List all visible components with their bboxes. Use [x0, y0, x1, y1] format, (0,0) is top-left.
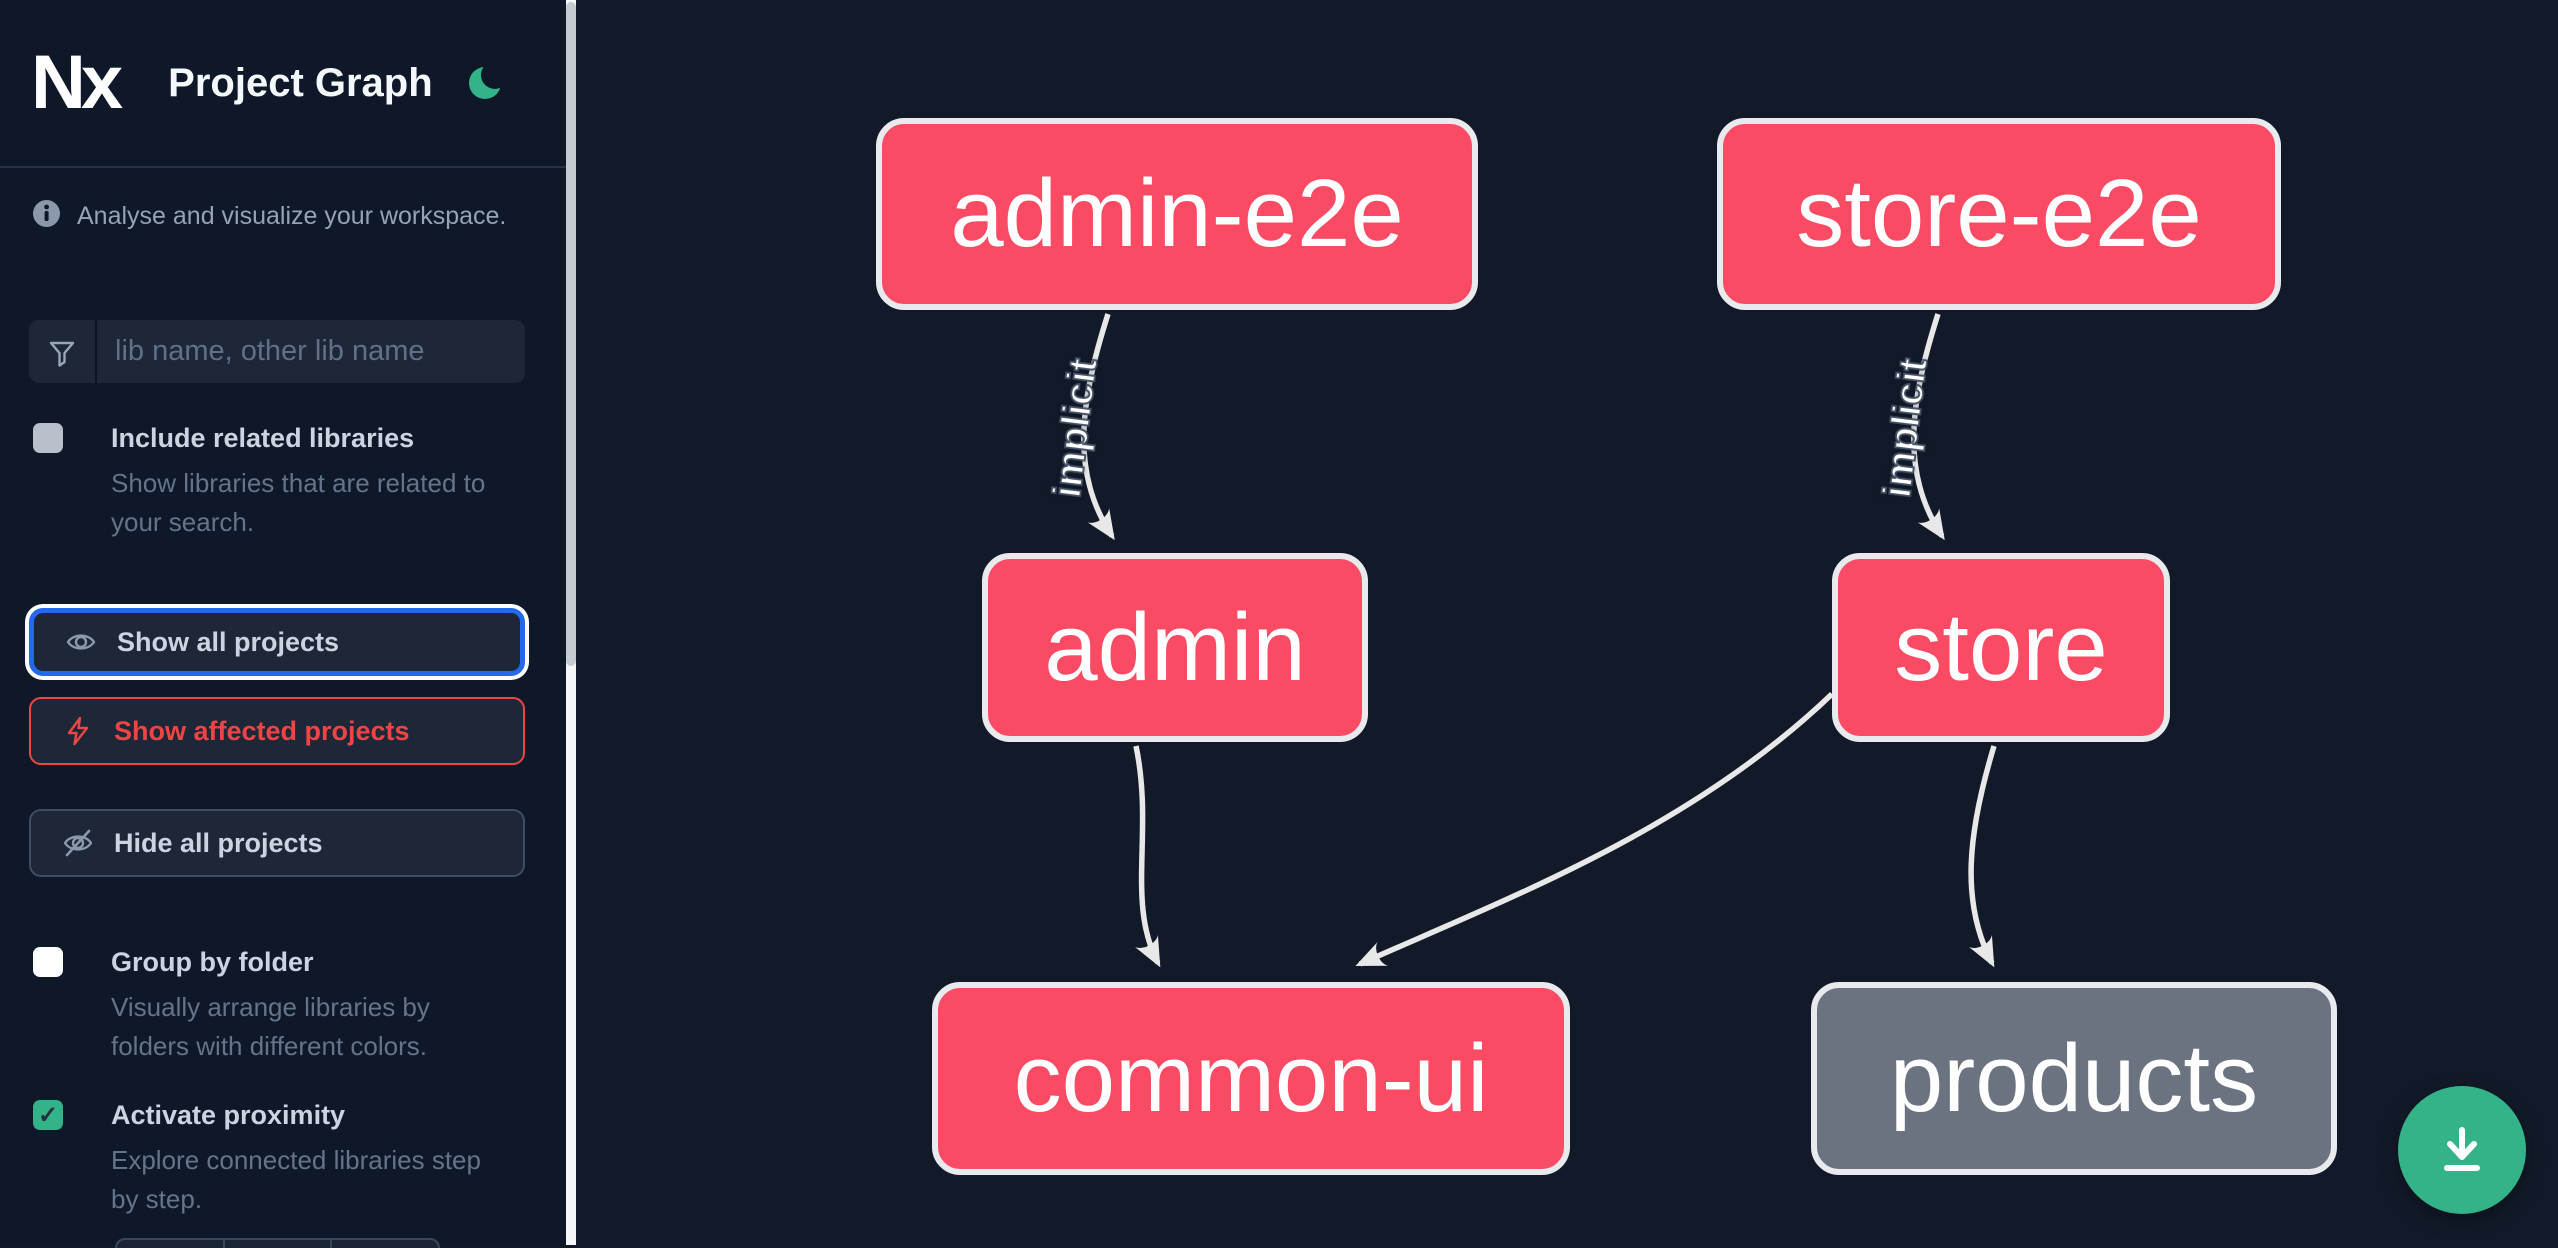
workspace-info-row: Analyse and visualize your workspace. [33, 200, 533, 232]
download-image-button[interactable] [2398, 1086, 2526, 1214]
checkbox-label[interactable]: Activate proximity [111, 1100, 346, 1130]
sidebar-scrollbar[interactable] [566, 0, 576, 1245]
download-icon [2431, 1118, 2493, 1183]
hide-all-projects-button[interactable]: Hide all projects [29, 809, 525, 877]
graph-node-admin[interactable]: admin [982, 553, 1368, 742]
edge-store-to-common-ui[interactable] [1355, 692, 1834, 967]
node-label: admin-e2e [950, 160, 1404, 267]
eye-icon [65, 626, 97, 658]
edge-store-to-products[interactable] [1968, 745, 1997, 968]
page-title: Project Graph [168, 60, 433, 105]
nx-logo: Nx [31, 40, 123, 125]
checkbox-label[interactable]: Group by folder [111, 947, 314, 977]
sidebar-panel: Nx Project Graph Analyse an [0, 0, 566, 1248]
header-divider [0, 166, 566, 168]
project-filter [29, 320, 525, 383]
theme-toggle-button[interactable] [468, 61, 509, 108]
node-label: store [1894, 593, 2108, 701]
checkbox-description: Explore connected libraries step by step… [111, 1145, 481, 1214]
show-affected-projects-button[interactable]: Show affected projects [29, 697, 525, 765]
edge-admin-to-common-ui[interactable] [1133, 745, 1161, 968]
project-filter-input[interactable] [95, 320, 525, 383]
eye-slash-icon [62, 827, 94, 859]
graph-node-products[interactable]: products [1811, 982, 2337, 1175]
node-label: products [1889, 1024, 2259, 1132]
show-all-projects-button[interactable]: Show all projects [29, 608, 525, 676]
sidebar: Nx Project Graph Analyse an [0, 0, 576, 1248]
funnel-icon [29, 320, 95, 383]
checkbox-description: Show libraries that are related to your … [111, 468, 486, 537]
info-icon [33, 200, 60, 232]
checkbox-description: Visually arrange libraries by folders wi… [111, 992, 430, 1061]
node-label: admin [1044, 593, 1306, 701]
checkbox-icon[interactable] [33, 947, 63, 977]
edge-store-e2e-to-store[interactable] [1911, 313, 1945, 541]
graph-node-common-ui[interactable]: common-ui [932, 982, 1570, 1175]
edge-admin-e2e-to-admin[interactable] [1081, 313, 1115, 541]
checkbox-label[interactable]: Include related libraries [111, 423, 415, 453]
sidebar-header: Nx Project Graph [0, 0, 566, 166]
graph-node-store[interactable]: store [1832, 553, 2170, 742]
checkbox-icon[interactable] [33, 423, 63, 453]
zoom-control-segment[interactable] [332, 1240, 438, 1248]
graph-node-admin-e2e[interactable]: admin-e2e [876, 118, 1478, 310]
moon-icon [468, 61, 509, 108]
scrollbar-thumb[interactable] [566, 2, 576, 666]
node-label: common-ui [1013, 1024, 1489, 1132]
checkbox-checked-icon[interactable]: ✓ [33, 1100, 63, 1130]
tagline-text: Analyse and visualize your workspace. [77, 201, 507, 230]
button-label: Show affected projects [114, 715, 410, 746]
zoom-control-partial[interactable] [115, 1238, 440, 1248]
node-label: store-e2e [1796, 160, 2202, 267]
bolt-icon [62, 715, 94, 747]
zoom-control-segment[interactable] [117, 1240, 225, 1248]
zoom-control-segment[interactable] [225, 1240, 333, 1248]
graph-node-store-e2e[interactable]: store-e2e [1717, 118, 2281, 310]
button-label: Hide all projects [114, 827, 323, 858]
button-label: Show all projects [117, 626, 340, 657]
